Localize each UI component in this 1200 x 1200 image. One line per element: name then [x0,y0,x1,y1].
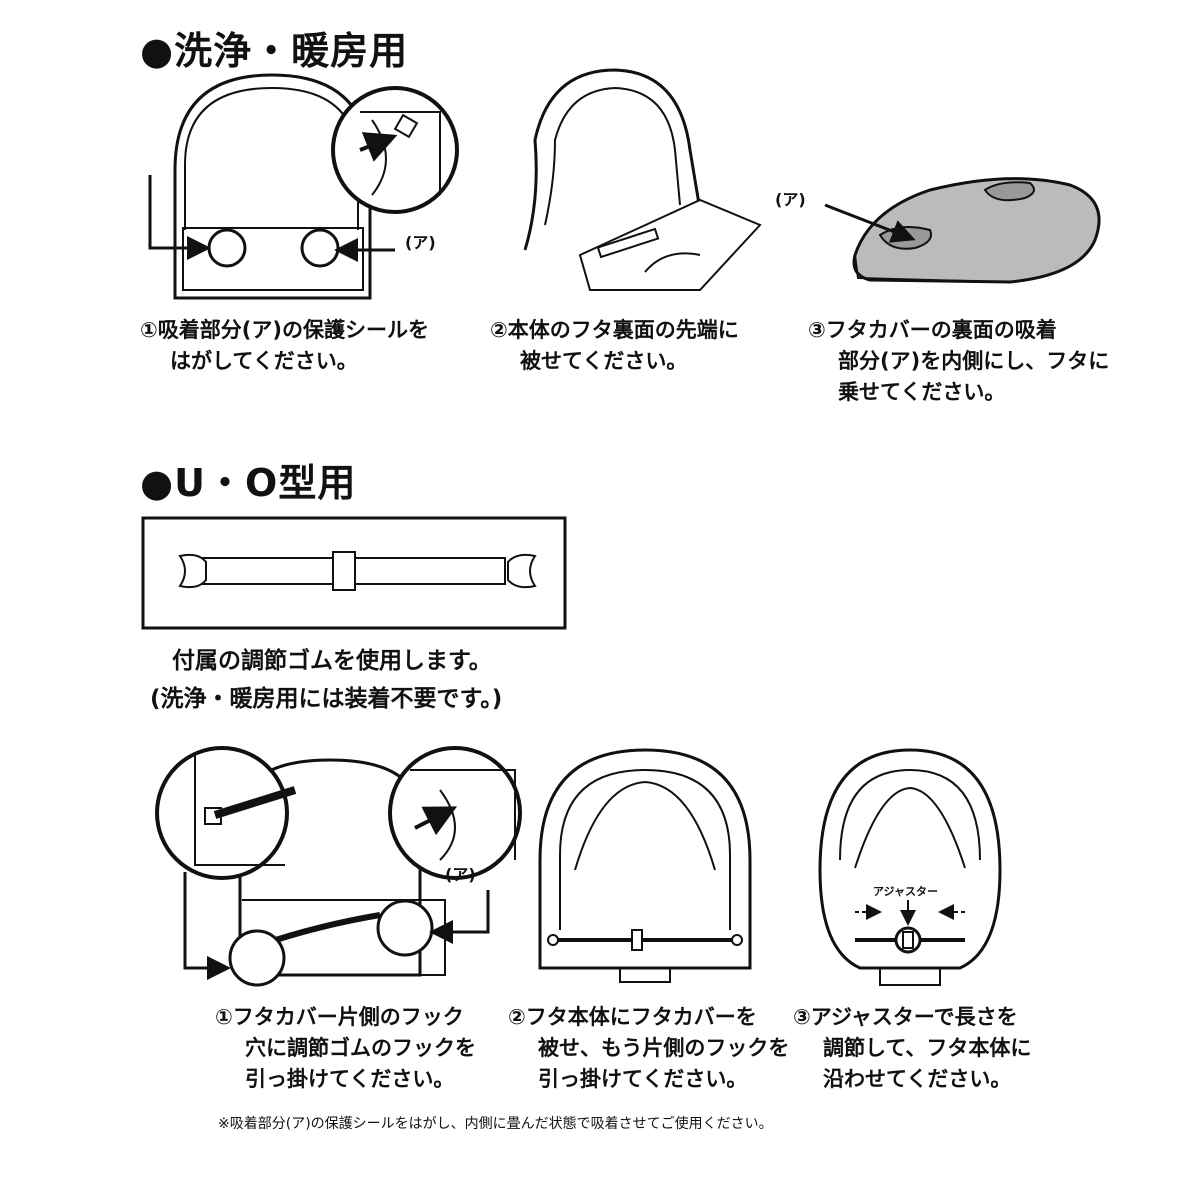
caption-line: 沿わせてください。 [823,1067,1012,1091]
caption-line: 引っ掛けてください。 [245,1067,455,1091]
note-line: 付属の調節ゴムを使用します。 [172,648,492,674]
step-caption-1-2: ②本体のフタ裏面の先端に 被せてください。 [490,315,739,377]
label-a-fig3: (ア) [775,190,806,209]
caption-line: ③アジャスターで長さを [793,1005,1018,1029]
caption-line: ①フタカバー片側のフック [215,1005,464,1029]
fig-adjuster-strap [141,516,567,630]
note-line: (洗浄・暖房用には装着不要です。) [150,686,503,712]
caption-line: 被せてください。 [520,349,688,373]
caption-line: ③フタカバーの裏面の吸着 [808,318,1057,342]
caption-line: 乗せてください。 [838,380,1006,404]
caption-line: 穴に調節ゴムのフックを [245,1036,476,1060]
caption-line: ②本体のフタ裏面の先端に [490,318,739,342]
step-caption-2-3: ③アジャスターで長さを 調節して、フタ本体に 沿わせてください。 [793,1002,1031,1095]
caption-line: 調節して、フタ本体に [823,1036,1032,1060]
caption-line: 被せ、もう片側のフックを [538,1036,790,1060]
caption-line: はがしてください。 [170,349,358,373]
label-a-fig4: (ア) [445,865,476,884]
fig-cover-lid-hook [538,748,752,983]
step-caption-1-3: ③フタカバーの裏面の吸着 部分(ア)を内側にし、フタに 乗せてください。 [808,315,1109,408]
step-caption-2-1: ①フタカバー片側のフック 穴に調節ゴムのフックを 引っ掛けてください。 [215,1002,476,1095]
adjuster-note: 付属の調節ゴムを使用します。 (洗浄・暖房用には装着不要です。) [150,642,502,718]
section-title-washlet: ●洗浄・暖房用 [140,29,409,73]
fig-peel-seal [148,73,459,300]
caption-line: ①吸着部分(ア)の保護シールを [140,318,429,342]
section-title-uo-type: ●U・O型用 [140,461,357,505]
adjuster-label: アジャスター [873,885,938,898]
fig-place-cover [824,177,1101,284]
caption-line: ②フタ本体にフタカバーを [508,1005,757,1029]
step-caption-1-1: ①吸着部分(ア)の保護シールを はがしてください。 [140,315,429,377]
caption-line: 引っ掛けてください。 [538,1067,748,1091]
label-a-fig1: (ア) [405,233,436,252]
step-caption-2-2: ②フタ本体にフタカバーを 被せ、もう片側のフックを 引っ掛けてください。 [508,1002,789,1095]
footnote: ※吸着部分(ア)の保護シールをはがし、内側に畳んだ状態で吸着させてご使用ください… [218,1116,773,1132]
fig-cover-lid [523,68,762,291]
fig-adjust-length [818,748,1002,986]
fig-hook-strap [155,746,522,987]
caption-line: 部分(ア)を内側にし、フタに [838,349,1110,373]
